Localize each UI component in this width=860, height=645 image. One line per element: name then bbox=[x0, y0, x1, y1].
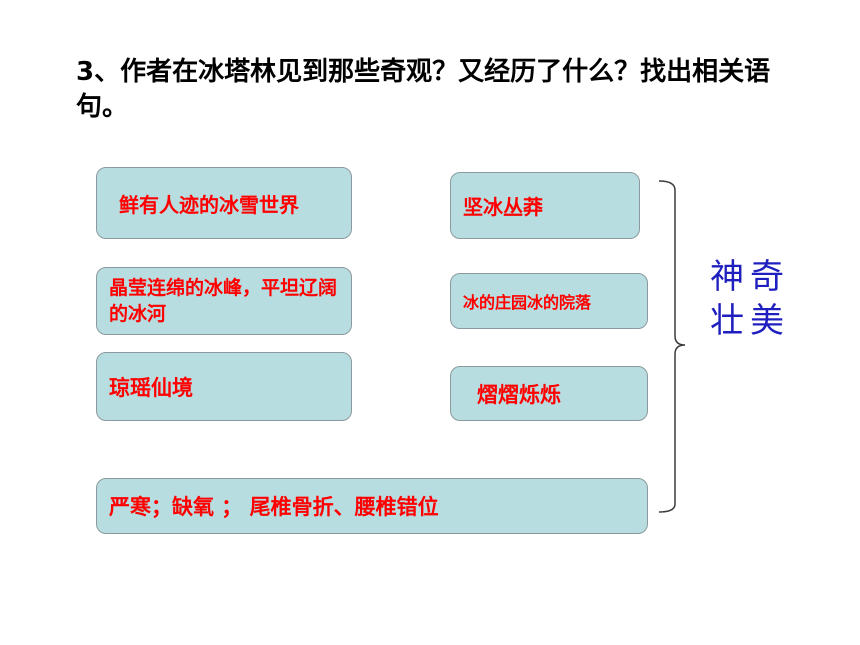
answer-box-icy-world: 鲜有人迹的冰雪世界 bbox=[96, 167, 352, 239]
answer-box-ice-jungle: 坚冰丛莽 bbox=[450, 172, 640, 239]
answer-text: 晶莹连绵的冰峰，平坦辽阔的冰河 bbox=[109, 277, 338, 325]
answer-text: 熠熠烁烁 bbox=[477, 382, 561, 407]
answer-box-ice-peaks: 晶莹连绵的冰峰，平坦辽阔的冰河 bbox=[96, 267, 352, 335]
question-heading: 3、作者在冰塔林见到那些奇观？又经历了什么？找出相关语句。 bbox=[76, 57, 771, 122]
answer-box-ice-manor: 冰的庄园冰的院落 bbox=[450, 273, 648, 329]
answer-text: 鲜有人迹的冰雪世界 bbox=[119, 192, 299, 217]
answer-box-glittering: 熠熠烁烁 bbox=[450, 366, 648, 421]
answer-text: 坚冰丛莽 bbox=[463, 195, 543, 219]
answer-text: 琼瑶仙境 bbox=[109, 375, 193, 400]
conclusion-text: 神奇壮美 bbox=[710, 257, 790, 341]
answer-box-hardships: 严寒；缺氧 ； 尾椎骨折、腰椎错位 bbox=[96, 478, 648, 534]
right-brace bbox=[658, 180, 686, 513]
answer-text: 冰的庄园冰的院落 bbox=[463, 293, 592, 312]
answer-text: 严寒；缺氧 ； 尾椎骨折、腰椎错位 bbox=[109, 495, 439, 519]
answer-box-fairyland: 琼瑶仙境 bbox=[96, 352, 352, 421]
